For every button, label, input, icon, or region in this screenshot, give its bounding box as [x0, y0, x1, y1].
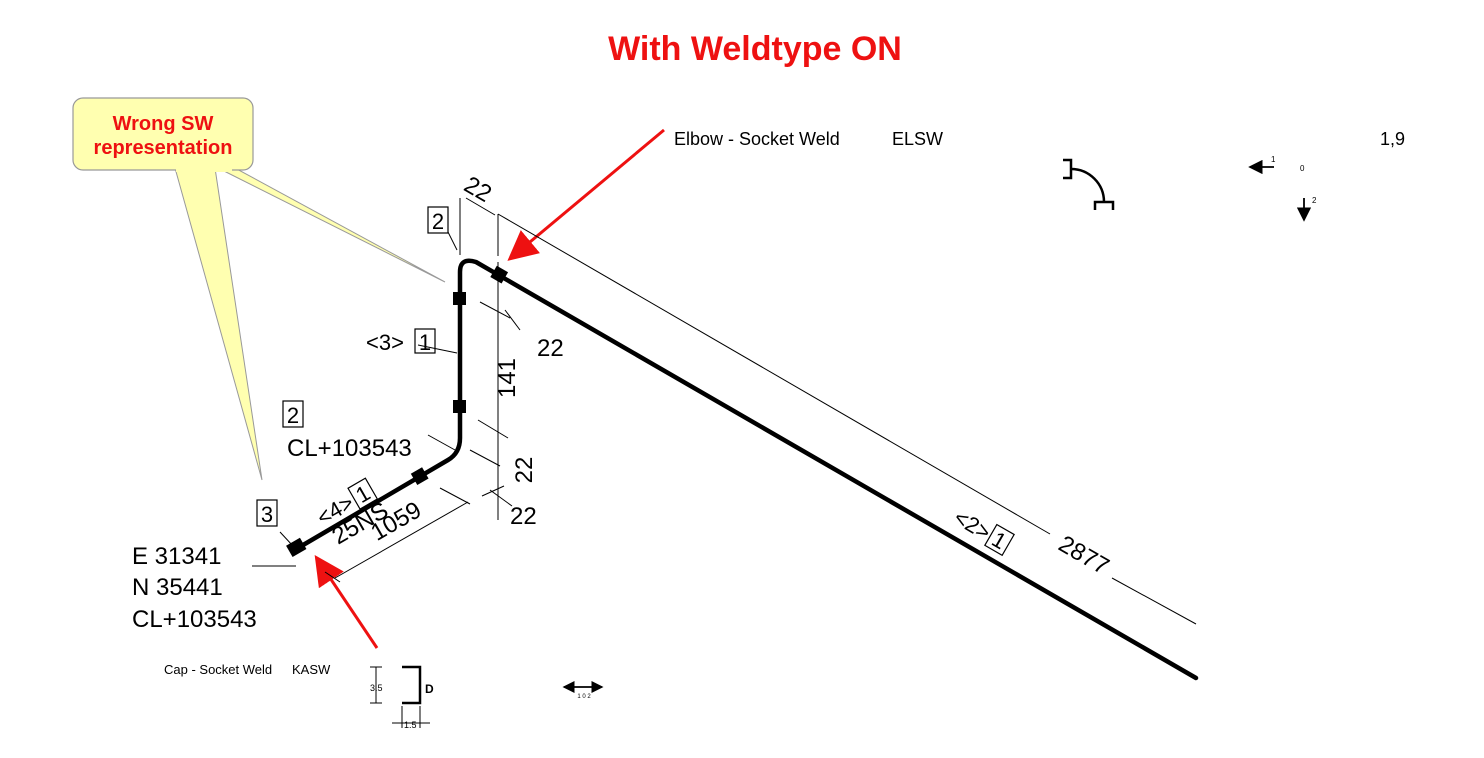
orientation-icon: 1 0 2 [1248, 155, 1317, 222]
dim-long-run: 2877 [1054, 530, 1114, 580]
coord-east: E 31341 [132, 543, 221, 570]
orientation-dir1: 1 [1271, 155, 1276, 164]
coord-north: N 35441 [132, 574, 223, 601]
dim-top-gap: 22 [459, 171, 496, 208]
elbow-legend-name: Elbow - Socket Weld [674, 129, 840, 149]
segment-4-box: 1 [351, 480, 374, 508]
segment-3-text: <3> [366, 330, 404, 355]
orientation-origin: 0 [1300, 164, 1305, 173]
cap-dim-height: 3.5 [370, 683, 383, 693]
cap-pointer-arrow [314, 555, 379, 649]
long-run-dimension [459, 197, 1197, 625]
segment-2-box: 1 [988, 526, 1011, 554]
dim-right-gap-upper: 22 [537, 335, 564, 362]
node-end-text: 3 [261, 502, 273, 527]
cap-legend: Cap - Socket Weld KASW 3.5 D 1.5 [164, 662, 434, 730]
dim-vertical-length: 141 [494, 358, 521, 398]
elbow-legend-code: ELSW [892, 129, 943, 149]
coord-cl: CL+103543 [132, 606, 257, 633]
socket-weld-markers [286, 265, 509, 558]
node-label-top: 2 [427, 206, 449, 234]
cap-symbol-icon [370, 665, 430, 728]
scale-bar-label: 1 0 2 [577, 694, 591, 700]
node-label-mid: 2 [282, 400, 304, 428]
dim-vertical-lower: 22 [511, 457, 538, 484]
scale-bar: 1 0 2 [562, 681, 604, 700]
page-title: With Weldtype ON [608, 30, 902, 68]
cap-legend-name: Cap - Socket Weld [164, 662, 272, 677]
dimension-lines [252, 231, 521, 583]
dim-horizontal-gap: 22 [510, 503, 537, 530]
elbow-legend: Elbow - Socket Weld ELSW 1,9 1 0 2 [674, 129, 1405, 222]
cap-dim-width: 1.5 [404, 720, 417, 730]
callout-line-2: representation [94, 137, 233, 159]
elbow-legend-scale: 1,9 [1380, 129, 1405, 149]
segment-3-box: 1 [419, 330, 431, 355]
callout-line-1: Wrong SW [113, 113, 214, 135]
cap-legend-code: KASW [292, 662, 331, 677]
elbow-pointer-arrow [507, 128, 665, 261]
node-top-text: 2 [432, 209, 444, 234]
node-mid-text: 2 [287, 403, 299, 428]
node-label-end: 3 [256, 499, 278, 527]
node-mid-cl: CL+103543 [287, 435, 412, 462]
wrong-sw-callout: Wrong SW representation [72, 97, 446, 481]
orientation-dir2: 2 [1312, 196, 1317, 205]
cap-dim-letter: D [425, 682, 434, 696]
segment-2-label: <2> 1 [950, 505, 1015, 557]
elbow-symbol-icon [1063, 158, 1115, 210]
segment-3-label: <3> 1 [366, 328, 436, 355]
pipe-route [295, 258, 1199, 681]
